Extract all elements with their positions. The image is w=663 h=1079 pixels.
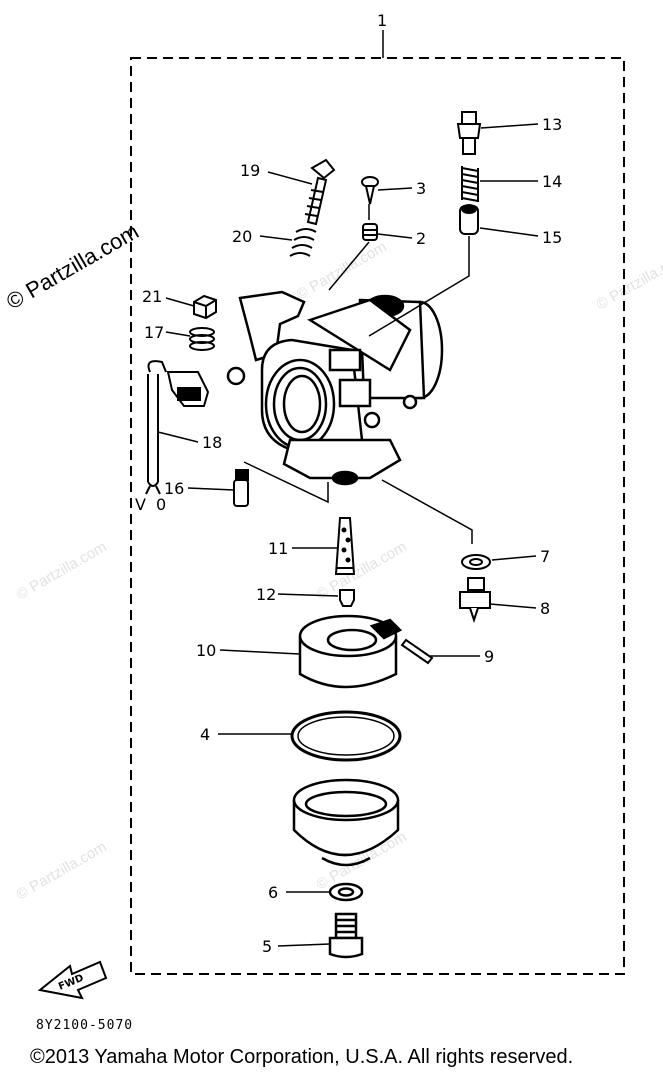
- callout-7: 7: [540, 547, 550, 566]
- part-code: 8Y2100-5070: [36, 1018, 134, 1033]
- svg-text:© Partzilla.com: © Partzilla.com: [14, 838, 110, 903]
- assembly-border: [130, 57, 625, 975]
- callout-6: 6: [268, 883, 278, 902]
- part-13-screw: [456, 111, 482, 155]
- svg-text:© Partzilla.com: © Partzilla.com: [14, 538, 110, 603]
- callout-20: 20: [232, 227, 252, 246]
- callout-16: 16: [164, 479, 184, 498]
- callout-14: 14: [542, 172, 562, 191]
- part-8-needle-valve: [459, 577, 491, 624]
- part-18-choke-lever-hose: [145, 360, 210, 495]
- callout-3: 3: [416, 179, 426, 198]
- part-19-throttle-screw: [304, 158, 336, 226]
- callout-19: 19: [240, 161, 260, 180]
- part-11-emulsion-tube: [334, 517, 356, 575]
- part-3-screw: [361, 176, 379, 205]
- part-2-spring: [362, 223, 378, 241]
- callout-8: 8: [540, 599, 550, 618]
- part-12-main-jet: [339, 589, 355, 607]
- callout-10: 10: [196, 641, 216, 660]
- callout-11: 11: [268, 539, 288, 558]
- hose-label: V: [135, 495, 146, 514]
- fwd-arrow-icon: [37, 960, 108, 1000]
- part-14-spring: [461, 166, 479, 202]
- watermark-main: © Partzilla.com: [2, 219, 143, 315]
- callout-18: 18: [202, 433, 222, 452]
- callout-17: 17: [144, 323, 164, 342]
- assembly-guide-lines: [243, 204, 473, 544]
- part-17-spring: [189, 327, 215, 351]
- callout-4: 4: [200, 725, 210, 744]
- part-20-spring: [289, 228, 317, 257]
- carburetor-body: [226, 290, 444, 486]
- svg-text:© Partzilla.com: © Partzilla.com: [594, 248, 663, 313]
- part-5-drain-bolt: [328, 912, 364, 959]
- callout-leaders: [157, 123, 539, 947]
- callout-13: 13: [542, 115, 562, 134]
- part-16-jet: [233, 469, 249, 507]
- callout-21: 21: [142, 287, 162, 306]
- part-4-gasket: [290, 710, 402, 762]
- callout-15: 15: [542, 228, 562, 247]
- callout-5: 5: [262, 937, 272, 956]
- svg-text:© Partzilla.com: © Partzilla.com: [294, 238, 390, 303]
- hose-label-2: 0: [156, 495, 166, 514]
- callout-12: 12: [256, 585, 276, 604]
- callout-2: 2: [416, 229, 426, 248]
- callout-1: 1: [377, 11, 387, 30]
- float-bowl: [292, 778, 400, 867]
- copyright-notice: ©2013 Yamaha Motor Corporation, U.S.A. A…: [30, 1046, 574, 1068]
- part-6-gasket: [328, 882, 364, 902]
- part-21-nut: [193, 294, 217, 320]
- callout-9: 9: [484, 647, 494, 666]
- part-7-washer: [461, 554, 491, 570]
- part-15-plunger: [459, 204, 479, 235]
- part-10-float: [298, 614, 403, 689]
- part-9-float-pin: [400, 638, 434, 665]
